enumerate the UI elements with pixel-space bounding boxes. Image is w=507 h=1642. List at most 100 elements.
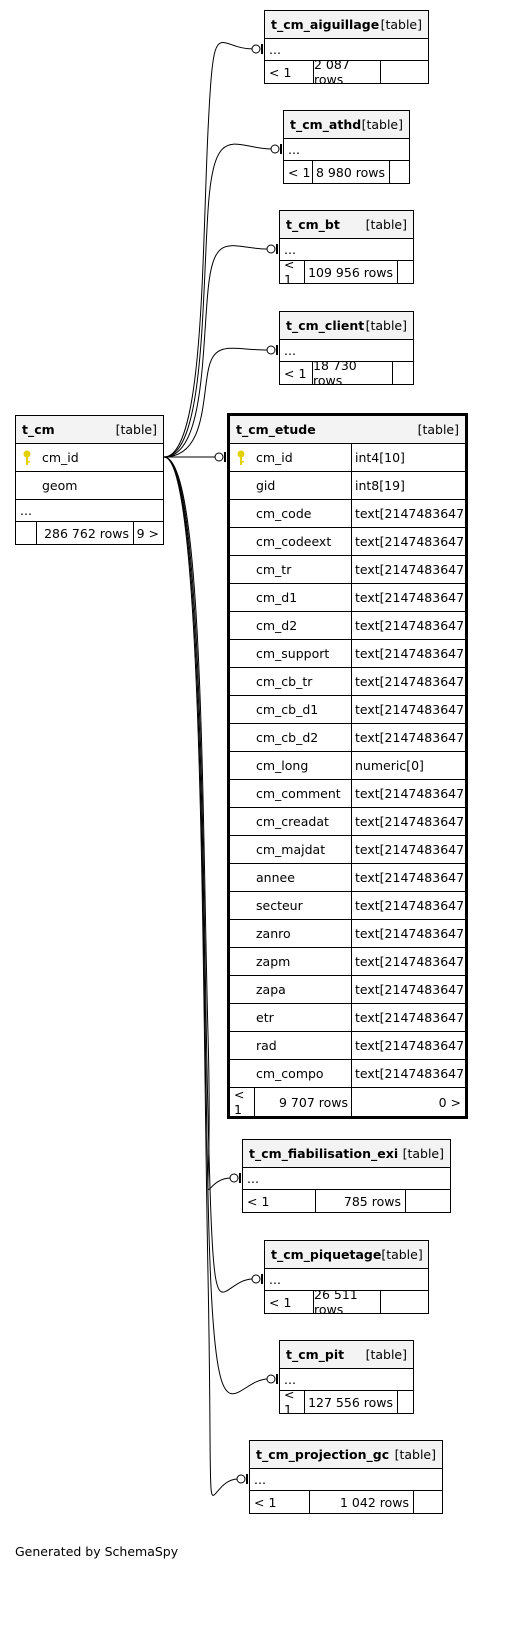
table-name: t_cm	[22, 422, 55, 437]
column-type: text[2147483647]	[351, 836, 469, 863]
table-type: [table]	[417, 422, 459, 437]
column-type: text[2147483647]	[351, 808, 469, 835]
table-name: t_cm_etude	[236, 422, 316, 437]
row-count: 127 556 rows	[305, 1391, 398, 1413]
column-name: etr	[256, 1010, 274, 1025]
column-row: cm_majdat text[2147483647]	[230, 836, 469, 864]
table-header: t_cm_athd[table]	[284, 111, 409, 139]
column-name: gid	[256, 478, 276, 493]
column-name: cm_d2	[256, 618, 298, 633]
column-name: zanro	[256, 926, 291, 941]
column-type: text[2147483647]	[351, 920, 469, 947]
column-type: int4[10]	[351, 444, 465, 471]
column-type: text[2147483647]	[351, 696, 469, 723]
column-name: zapm	[256, 954, 291, 969]
column-name: cm_compo	[256, 1066, 324, 1081]
row-count: 109 956 rows	[305, 261, 398, 283]
row-count: 2 087 rows	[314, 57, 381, 87]
table-name: t_cm_athd	[290, 117, 362, 132]
edge-t-cm-client	[163, 347, 269, 458]
row-count: 286 762 rows	[37, 522, 134, 544]
more-columns: ...	[280, 1369, 413, 1391]
parents-count: < 1	[280, 1387, 305, 1417]
table-type: [table]	[365, 318, 407, 333]
column-name: cm_cb_d1	[256, 702, 319, 717]
optional-marker-icon	[214, 452, 224, 462]
more-columns: ...	[280, 239, 413, 261]
column-name: cm_comment	[256, 786, 341, 801]
column-name: cm_long	[256, 758, 309, 773]
more-columns: ...	[243, 1168, 450, 1190]
column-type: text[2147483647]	[351, 556, 469, 583]
table-name: t_cm_bt	[286, 217, 340, 232]
column-type: text[2147483647]	[351, 640, 469, 667]
children-count	[393, 362, 413, 384]
row-count: 1 042 rows	[310, 1491, 414, 1513]
table-header: t_cm [table]	[16, 416, 163, 444]
column-row: cm_tr text[2147483647]	[230, 556, 469, 584]
table-name: t_cm_fiabilisation_exi	[249, 1146, 399, 1161]
children-count	[390, 161, 409, 183]
column-type: text[2147483647]	[351, 668, 469, 695]
column-name: cm_majdat	[256, 842, 326, 857]
column-type: text[2147483647]	[351, 892, 469, 919]
parents-count: < 1	[230, 1087, 255, 1117]
primary-key-icon	[22, 450, 42, 466]
children-count: 9 >	[136, 525, 159, 541]
table-header: t_cm_client[table]	[280, 312, 413, 340]
table-name: t_cm_projection_gc	[256, 1447, 390, 1462]
parents-count: < 1	[243, 1190, 316, 1212]
column-row: cm_cb_d2 text[2147483647]	[230, 724, 469, 752]
table-type: [table]	[361, 117, 403, 132]
row-count: 8 980 rows	[313, 161, 390, 183]
parents-count: < 1	[265, 61, 314, 83]
column-type: text[2147483647]	[351, 948, 469, 975]
table-name: t_cm_pit	[286, 1347, 345, 1362]
more-columns: ...	[280, 340, 413, 362]
column-name: cm_id	[256, 450, 293, 465]
column-type: text[2147483647]	[351, 724, 469, 751]
column-row: cm_cb_d1 text[2147483647]	[230, 696, 469, 724]
column-name: cm_cb_d2	[256, 730, 319, 745]
more-columns: ...	[284, 139, 409, 161]
table-header: t_cm_projection_gc [table]	[250, 1441, 442, 1469]
table-header: t_cm_etude [table]	[230, 416, 465, 444]
parents-count: < 1	[280, 362, 313, 384]
column-name: annee	[256, 870, 295, 885]
table-type: [table]	[394, 1447, 436, 1462]
optional-marker-icon	[266, 1374, 276, 1384]
table-t-cm[interactable]: t_cm [table] cm_id geom ... 286 762 rows…	[15, 415, 164, 545]
column-type: text[2147483647]	[351, 1032, 469, 1059]
parents-count: < 1	[284, 161, 313, 183]
table-type: [table]	[402, 1146, 444, 1161]
children-count	[398, 1391, 413, 1413]
column-row: geom	[16, 472, 163, 500]
optional-marker-icon	[251, 44, 261, 54]
children-count	[381, 61, 428, 83]
column-name: cm_tr	[256, 562, 292, 577]
optional-marker-icon	[266, 244, 276, 254]
column-type: text[2147483647]	[351, 528, 469, 555]
children-count	[414, 1491, 442, 1513]
table-type: [table]	[365, 217, 407, 232]
edge-t-cm-projection-gc	[163, 456, 239, 1496]
column-type: text[2147483647]	[351, 500, 469, 527]
